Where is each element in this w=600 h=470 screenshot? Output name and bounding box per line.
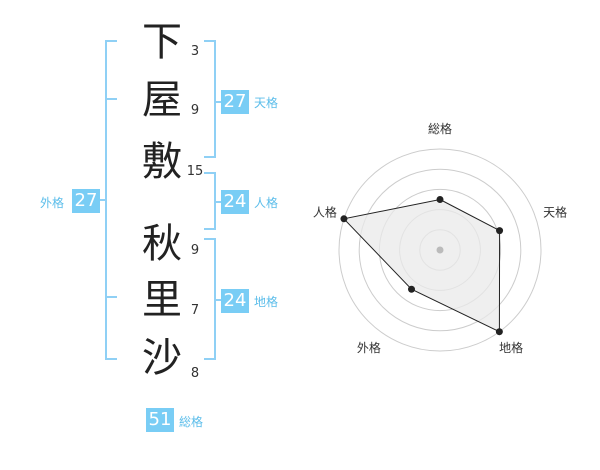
radar-point-2 [496, 227, 504, 235]
radar-center-dot [436, 246, 444, 254]
stroke-count-5: 7 [190, 303, 200, 318]
radar-axis-label-1: 総格 [428, 121, 452, 136]
radar-axis-label-4: 外格 [357, 340, 381, 355]
jinkaku-label: 人格 [254, 196, 279, 210]
tenkaku-bracket-connector [214, 101, 222, 103]
stroke-count-3: 15 [186, 164, 204, 179]
name-char-2: 屋 [142, 77, 182, 123]
gaikaku-bracket-top [105, 40, 117, 42]
radar-point-4 [408, 285, 416, 293]
stroke-count-6: 8 [190, 366, 200, 381]
name-char-5: 里 [142, 277, 182, 323]
name-char-6: 沙 [142, 335, 182, 381]
tenkaku-bracket-bottom [204, 156, 216, 158]
jinkaku-bracket-connector [214, 201, 222, 203]
gaikaku-bracket-bottom [105, 358, 117, 360]
radar-grid-ring-4 [358, 168, 522, 332]
gaikaku-bracket-connector [98, 199, 106, 201]
chikaku-value: 24 [221, 289, 249, 313]
jinkaku-bracket-bottom [204, 228, 216, 230]
tenkaku-label: 天格 [254, 96, 279, 110]
chikaku-label: 地格 [254, 295, 279, 309]
radar-grid-ring-5 [338, 148, 542, 352]
radar-point-3 [495, 328, 503, 336]
stroke-count-4: 9 [190, 243, 200, 258]
gaikaku-value: 27 [72, 189, 100, 213]
tenkaku-bracket-top [204, 40, 216, 42]
chikaku-bracket-bottom [204, 358, 216, 360]
radar-point-5 [340, 215, 348, 223]
name-char-1: 下 [142, 19, 182, 65]
tenkaku-value: 27 [221, 90, 249, 114]
chikaku-bracket-top [204, 238, 216, 240]
gaikaku-bracket-mid2 [105, 296, 117, 298]
name-char-3: 敷 [142, 139, 182, 185]
stroke-count-1: 3 [190, 44, 200, 59]
radar-axis-label-2: 天格 [543, 205, 567, 220]
radar-point-1 [436, 196, 444, 203]
radar-axis-label-5: 人格 [313, 205, 337, 220]
soukaku-label: 総格 [179, 415, 204, 429]
jinkaku-value: 24 [221, 190, 249, 214]
radar-axis-label-3: 地格 [499, 340, 523, 355]
gaikaku-bracket-mid1 [105, 98, 117, 100]
gaikaku-bracket-vertical [105, 40, 107, 360]
jinkaku-bracket-top [204, 172, 216, 174]
soukaku-value: 51 [146, 408, 174, 432]
radar-data-polygon [342, 198, 501, 333]
gaikaku-label: 外格 [40, 196, 65, 210]
stroke-count-2: 9 [190, 103, 200, 118]
name-char-4: 秋 [142, 221, 182, 267]
chikaku-bracket-connector [214, 299, 222, 301]
tenkaku-bracket-vertical [214, 40, 216, 158]
